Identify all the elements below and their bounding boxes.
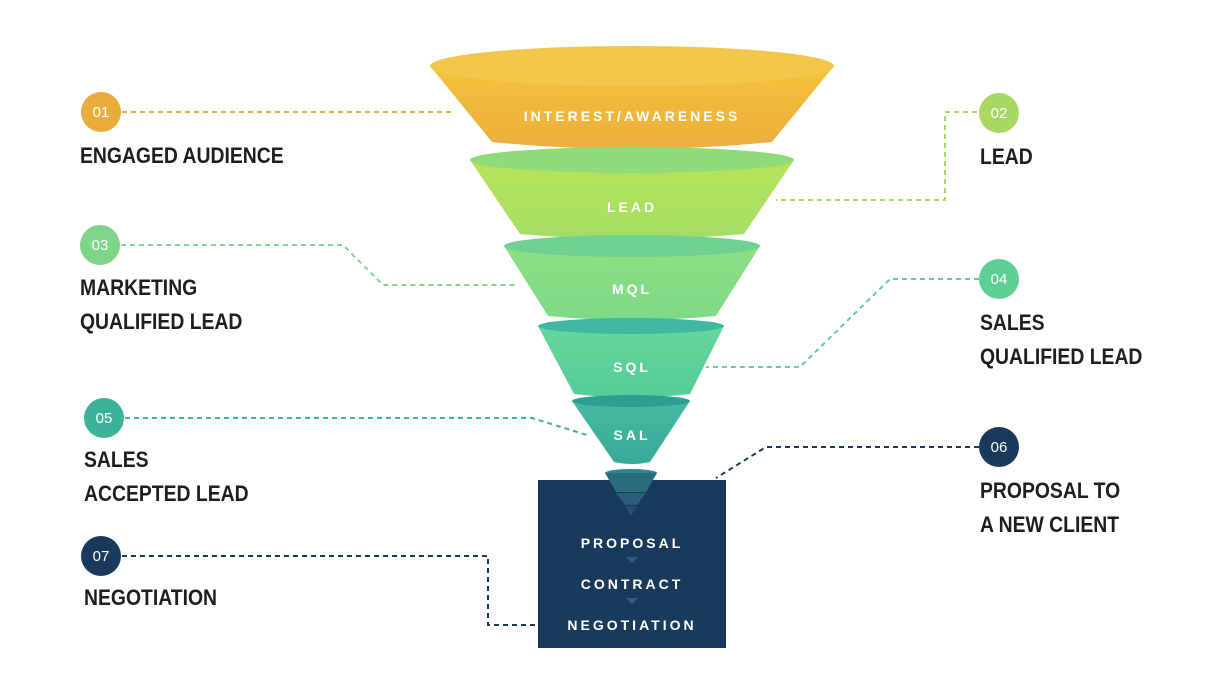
label-line: ENGAGED AUDIENCE [80, 143, 284, 168]
label-engaged-audience: ENGAGED AUDIENCE [80, 139, 284, 173]
arrow-down-icon [626, 557, 638, 563]
label-negotiation: NEGOTIATION [84, 581, 217, 615]
label-line: LEAD [980, 144, 1033, 169]
stage-label-mql: MQL [612, 281, 652, 297]
funnel-tip [605, 469, 657, 516]
label-line: QUALIFIED LEAD [80, 309, 243, 334]
connector-02 [776, 111, 977, 201]
label-line: QUALIFIED LEAD [980, 344, 1143, 369]
connector-04 [706, 278, 979, 368]
badge-02: 02 [979, 93, 1019, 133]
stage-lead: LEAD [470, 147, 794, 239]
label-line: PROPOSAL TO [980, 478, 1121, 503]
label-line: A NEW CLIENT [980, 512, 1120, 537]
label-marketing-qualified-lead: MARKETING QUALIFIED LEAD [80, 271, 242, 339]
stage-label-awareness: INTEREST/AWARENESS [524, 108, 741, 124]
connector-05 [125, 417, 591, 437]
label-line: SALES [980, 310, 1045, 335]
connector-03 [121, 244, 516, 286]
box-label-contract: CONTRACT [581, 576, 684, 592]
stage-label-lead: LEAD [607, 199, 657, 215]
badge-06: 06 [979, 427, 1019, 467]
stage-sql: SQL [538, 318, 724, 398]
stage-label-sql: SQL [613, 359, 651, 375]
box-label-negotiation: NEGOTIATION [567, 617, 696, 633]
label-line: MARKETING [80, 275, 198, 300]
badge-04: 04 [979, 259, 1019, 299]
connector-07 [122, 555, 538, 626]
stage-sal: SAL [572, 395, 690, 464]
box-label-proposal: PROPOSAL [581, 535, 684, 551]
badge-05: 05 [84, 398, 124, 438]
arrow-down-icon [626, 598, 638, 604]
label-line: ACCEPTED LEAD [84, 481, 249, 506]
label-sales-accepted-lead: SALES ACCEPTED LEAD [84, 443, 249, 511]
label-line: SALES [84, 447, 149, 472]
stage-awareness: INTEREST/AWARENESS [430, 46, 834, 149]
label-lead: LEAD [980, 140, 1033, 174]
connector-06 [715, 446, 979, 479]
label-proposal-new-client: PROPOSAL TO A NEW CLIENT [980, 474, 1120, 542]
label-line: NEGOTIATION [84, 585, 218, 610]
stage-mql: MQL [504, 235, 760, 320]
stage-label-sal: SAL [614, 427, 651, 443]
badge-03: 03 [80, 225, 120, 265]
badge-01: 01 [81, 92, 121, 132]
label-sales-qualified-lead: SALES QUALIFIED LEAD [980, 306, 1142, 374]
badge-07: 07 [81, 536, 121, 576]
